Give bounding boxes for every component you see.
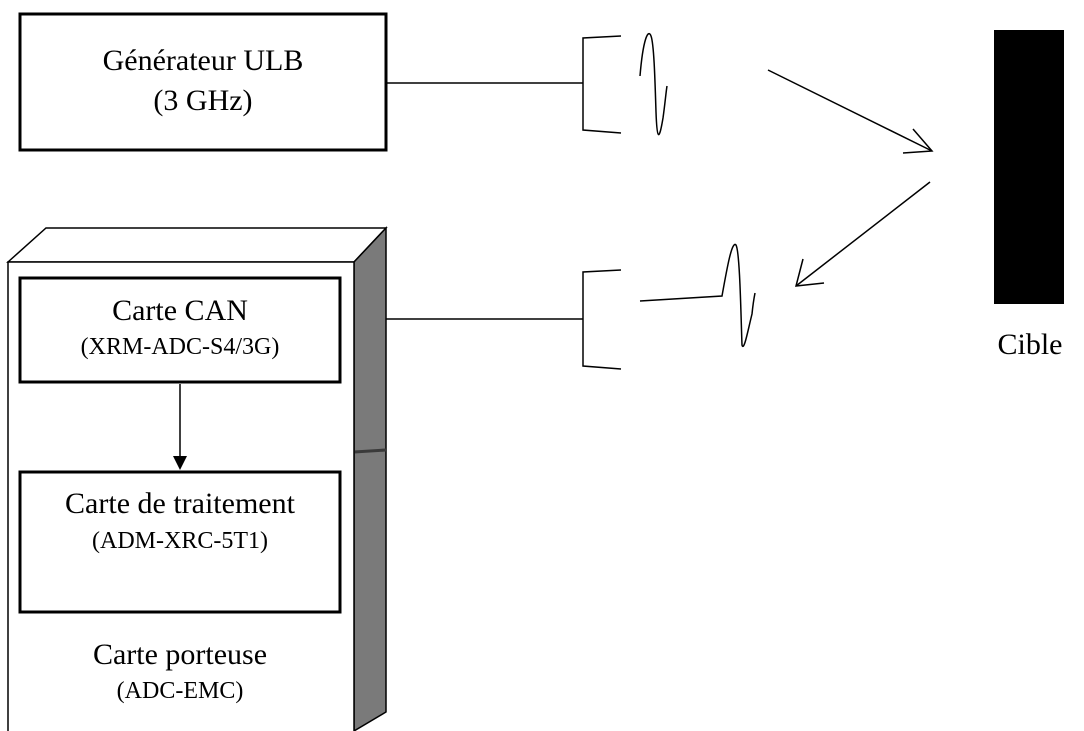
adc-to-processing-arrow-head <box>173 456 187 470</box>
receive-pulse <box>639 243 756 348</box>
processing-card-box <box>18 470 342 614</box>
generator-title: Générateur ULB <box>102 44 304 77</box>
carrier-card-side-crease <box>353 448 387 454</box>
transmit-pulse <box>639 33 668 136</box>
outgoing-wave-arrow-head <box>902 128 934 154</box>
reflected-wave-arrow-line <box>795 181 931 287</box>
carrier-card-title: Carte porteuse <box>92 638 268 671</box>
outgoing-wave-arrow-line <box>767 69 933 152</box>
receive-antenna <box>582 269 622 370</box>
carrier-card-top-face <box>6 227 388 263</box>
processing-card-subtitle: (ADM-XRC-5T1) <box>92 528 268 554</box>
processing-card-title: Carte de traitement <box>65 487 295 520</box>
generator-subtitle: (3 GHz) <box>153 84 253 117</box>
transmit-antenna <box>582 35 622 134</box>
generator-box <box>18 12 388 152</box>
carrier-card-side-face <box>353 226 387 731</box>
adc-card-subtitle: (XRM-ADC-S4/3G) <box>80 334 280 360</box>
reflected-wave-arrow-head <box>795 258 825 287</box>
adc-card-box <box>18 276 342 384</box>
adc-card-title: Carte CAN <box>112 294 248 327</box>
target-block <box>994 30 1064 304</box>
target-label: Cible <box>997 328 1063 361</box>
carrier-card-subtitle: (ADC-EMC) <box>116 678 244 704</box>
